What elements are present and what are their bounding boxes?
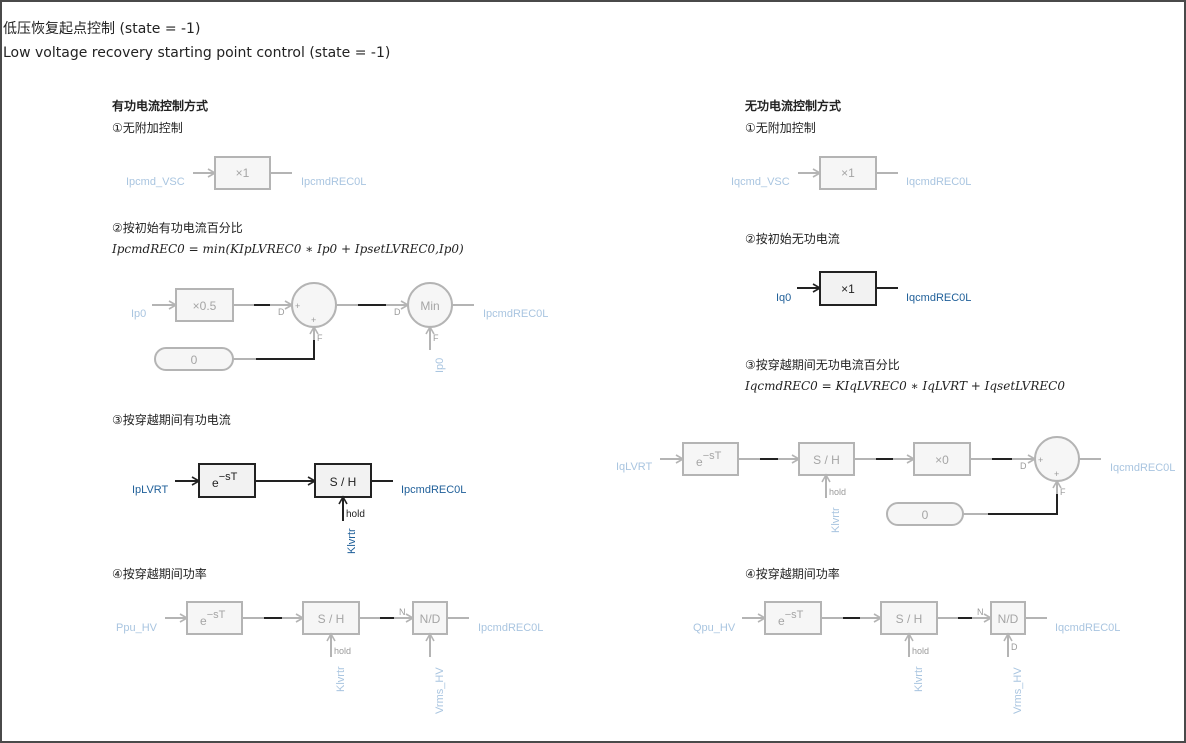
reactive-m1-gain-text: ×1	[841, 166, 855, 180]
title-cn: 低压恢复起点控制 (state = -1)	[3, 21, 201, 37]
reactive-m4-port-n: N	[977, 607, 984, 617]
reactive-m4-denominator: Vrms_HV	[1012, 667, 1024, 714]
reactive-section-title: 无功电流控制方式	[744, 98, 841, 113]
reactive-m1-gain-block	[819, 156, 877, 190]
active-m2-port-f1: F	[317, 333, 323, 343]
reactive-m3-output: IqcmdREC0L	[1110, 462, 1175, 474]
active-m4-label: ④按穿越期间功率	[112, 566, 207, 581]
reactive-m3-input: IqLVRT	[616, 461, 653, 473]
reactive-m3-plus2: +	[1054, 469, 1059, 479]
reactive-m3-trigger: Klvrtr	[830, 507, 842, 533]
reactive-m2-label: ②按初始无功电流	[745, 232, 840, 246]
active-m4-hold-text: hold	[334, 646, 351, 656]
active-m3-sh-block	[314, 463, 372, 498]
active-m3-label: ③按穿越期间有功电流	[112, 412, 231, 427]
active-m2-plus2: +	[311, 315, 316, 325]
reactive-m3-delay-block	[682, 442, 739, 476]
reactive-m4-trigger: Klvrtr	[913, 666, 925, 692]
active-m2-gain-block	[175, 288, 234, 322]
reactive-m3-label: ③按穿越期间无功电流百分比	[745, 357, 900, 372]
active-m2-port-f2: F	[433, 333, 439, 343]
title-en: Low voltage recovery starting point cont…	[3, 45, 391, 61]
active-m4-sh-block	[302, 601, 360, 635]
active-m2-output: IpcmdREC0L	[483, 308, 548, 320]
reactive-m3-plus1: +	[1038, 455, 1043, 465]
reactive-m3-sh-text: S / H	[813, 453, 840, 467]
reactive-m4-sh-text: S / H	[896, 612, 923, 626]
reactive-m3-const-text: 0	[922, 508, 929, 522]
active-m4-port-n: N	[399, 607, 406, 617]
reactive-m3-hold-text: hold	[829, 487, 846, 497]
active-m1-gain-block	[214, 156, 271, 190]
active-m2-min-bottom-input: Ip0	[434, 358, 446, 373]
active-m3-output: IpcmdREC0L	[401, 484, 466, 496]
reactive-m2-gain-text: ×1	[841, 282, 855, 296]
reactive-m4-label: ④按穿越期间功率	[745, 566, 840, 581]
active-m2-const-seg2	[256, 340, 315, 360]
reactive-m1-output: IqcmdREC0L	[906, 176, 971, 188]
reactive-m4-delay-block	[764, 601, 822, 635]
reactive-m3-port-d: D	[1020, 461, 1027, 471]
active-m4-trigger: Klvrtr	[335, 666, 347, 692]
reactive-m4-output: IqcmdREC0L	[1055, 622, 1120, 634]
active-m1-input: Ipcmd_VSC	[126, 176, 185, 188]
active-m4-nd-text: N/D	[420, 612, 441, 626]
reactive-m2-output: IqcmdREC0L	[906, 292, 971, 304]
active-m2-port-d2: D	[394, 307, 401, 317]
active-m4-denominator: Vrms_HV	[434, 667, 446, 714]
reactive-m1-label: ①无附加控制	[745, 121, 816, 135]
active-m4-sh-text: S / H	[318, 612, 345, 626]
reactive-m3-const-seg2	[988, 494, 1058, 515]
reactive-m4-input: Qpu_HV	[693, 622, 736, 634]
reactive-m2-input: Iq0	[776, 292, 791, 304]
active-m2-equation: IpcmdREC0 = min(KIpLVREC0 ∗ Ip0 + IpsetL…	[111, 242, 464, 256]
active-m1-label: ①无附加控制	[112, 121, 183, 135]
active-m3-trigger: Klvrtr	[346, 528, 358, 554]
reactive-m4-delay-text: e−sT	[778, 609, 804, 628]
active-m4-output: IpcmdREC0L	[478, 622, 543, 634]
active-m3-input: IpLVRT	[132, 484, 169, 496]
reactive-m1-input: Iqcmd_VSC	[731, 176, 790, 188]
active-m2-port-d1: D	[278, 307, 285, 317]
reactive-m3-equation: IqcmdREC0 = KIqLVREC0 ∗ IqLVRT + IqsetLV…	[744, 379, 1065, 393]
active-m2-input: Ip0	[131, 308, 146, 320]
active-m2-min-text: Min	[420, 299, 439, 313]
reactive-m4-port-d: D	[1011, 642, 1018, 652]
active-section-title: 有功电流控制方式	[112, 98, 208, 113]
active-m3-hold-text: hold	[346, 509, 365, 520]
reactive-m3-port-f: F	[1060, 487, 1066, 497]
reactive-m3-gain-block	[913, 442, 971, 476]
active-m1-gain-text: ×1	[236, 166, 250, 180]
active-m2-gain-text: ×0.5	[193, 299, 217, 313]
reactive-m3-delay-text: e−sT	[696, 450, 722, 469]
active-m3-sh-text: S / H	[330, 475, 357, 489]
reactive-m3-gain-text: ×0	[935, 453, 949, 467]
reactive-m4-hold-text: hold	[912, 646, 929, 656]
active-m2-label: ②按初始有功电流百分比	[112, 221, 243, 235]
reactive-m4-sh-block	[880, 601, 938, 635]
active-m1-output: IpcmdREC0L	[301, 176, 366, 188]
active-m4-delay-text: e−sT	[200, 609, 226, 628]
active-m2-const-text: 0	[191, 353, 198, 367]
active-m4-nd-block	[412, 601, 448, 635]
active-m4-input: Ppu_HV	[116, 622, 158, 634]
active-m2-plus1: +	[295, 301, 300, 311]
reactive-m4-nd-text: N/D	[998, 612, 1019, 626]
active-m3-delay-text: e−sT	[212, 471, 238, 490]
